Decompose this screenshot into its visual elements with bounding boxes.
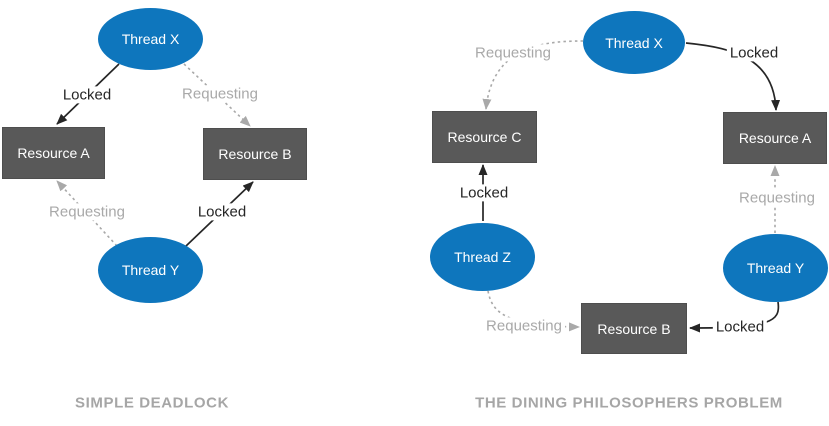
right-edge-label-requesting-z-b: Requesting [483, 317, 565, 335]
left-resource-b-label: Resource B [218, 146, 292, 162]
left-resource-a-label: Resource A [17, 145, 90, 161]
right-edge-label-locked-x-a: Locked [726, 44, 782, 62]
left-edge-label-requesting-x-b: Requesting [179, 85, 261, 103]
left-edge-label-locked-x-a: Locked [59, 86, 115, 104]
right-diagram-caption: THE DINING PHILOSOPHERS PROBLEM [475, 394, 783, 412]
right-edge-label-requesting-x-c: Requesting [472, 44, 554, 62]
left-edge-label-locked-y-b: Locked [194, 203, 250, 221]
right-edge-label-locked-z-c: Locked [456, 184, 512, 202]
left-diagram-caption: SIMPLE DEADLOCK [74, 394, 230, 412]
left-edge-label-requesting-y-a: Requesting [46, 203, 128, 221]
left-thread-y-node: Thread Y [98, 237, 203, 303]
right-thread-x-label: Thread X [605, 34, 663, 51]
left-edge-threadx-requesting-resourceb [183, 63, 251, 127]
right-thread-y-label: Thread Y [746, 260, 805, 276]
left-thread-y-label: Thread Y [121, 262, 180, 278]
right-thread-z-node: Thread Z [430, 223, 535, 291]
right-resource-c-node: Resource C [432, 111, 537, 163]
right-resource-b-label: Resource B [597, 320, 671, 337]
right-resource-a-label: Resource A [738, 130, 812, 146]
right-edge-threadz-requesting-resourceb [487, 290, 580, 332]
left-thread-x-node: Thread X [98, 8, 203, 70]
left-thread-x-label: Thread X [121, 31, 180, 47]
left-resource-a-node: Resource A [2, 127, 105, 179]
right-thread-x-node: Thread X [583, 11, 685, 74]
right-edge-label-requesting-y-a: Requesting [736, 189, 818, 207]
right-thread-z-label: Thread Z [454, 249, 511, 265]
right-resource-a-node: Resource A [723, 112, 827, 164]
right-edge-label-locked-y-b: Locked [712, 318, 768, 336]
right-resource-b-node: Resource B [581, 303, 687, 354]
right-resource-c-label: Resource C [447, 129, 522, 145]
right-thread-y-node: Thread Y [723, 234, 828, 302]
left-resource-b-node: Resource B [203, 128, 307, 180]
